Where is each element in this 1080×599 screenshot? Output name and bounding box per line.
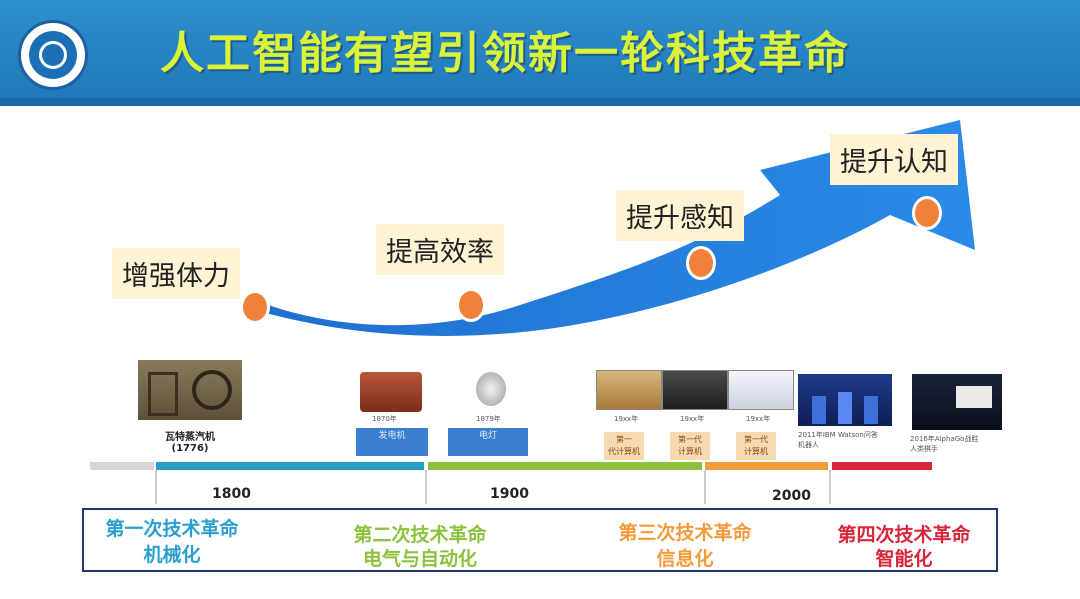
era-3-subtitle: 信息化	[656, 548, 714, 570]
computer-photo-1	[596, 370, 662, 410]
generator-tag: 发电机	[356, 428, 428, 456]
year-label-1900: 1900	[490, 486, 529, 502]
milestone-dot	[456, 288, 486, 322]
era-2-title: 第二次技术革命	[353, 524, 487, 546]
era-2-subtitle: 电气与自动化	[362, 548, 477, 570]
steam-engine-photo	[138, 360, 242, 420]
era-legend-box	[82, 508, 998, 572]
stage-label-strength: 增强体力	[112, 248, 240, 299]
light-bulb-tag: 电灯	[448, 428, 528, 456]
timeline-bar-era3	[705, 462, 828, 470]
light-bulb-image	[476, 372, 506, 406]
engine-frame	[148, 372, 178, 416]
podium-left	[812, 396, 826, 424]
timeline-bar-era4	[832, 462, 932, 470]
title-banner	[0, 0, 1080, 100]
milestone-dot	[686, 246, 716, 280]
curved-arrow	[255, 120, 975, 337]
generator-image	[360, 372, 422, 412]
alphago-screen	[956, 386, 992, 408]
timeline-bar-era2	[428, 462, 702, 470]
era-1-subtitle: 机械化	[143, 544, 201, 566]
stage-label-cognition: 提升认知	[830, 134, 958, 185]
year-label-1800: 1800	[212, 486, 251, 502]
podium-mid	[838, 392, 852, 424]
alphago-photo	[912, 374, 1002, 430]
timeline-bar-era1	[156, 462, 424, 470]
era-3-title: 第三次技术革命	[618, 522, 752, 544]
stage-label-efficiency: 提高效率	[376, 224, 504, 275]
era-1-title: 第一次技术革命	[105, 518, 239, 540]
slide-title: 人工智能有望引领新一轮科技革命	[160, 28, 850, 79]
stage-label-perception: 提升感知	[616, 190, 744, 241]
engine-wheel	[192, 370, 232, 410]
watson-photo	[798, 374, 892, 426]
generator-year: 1870年	[372, 415, 397, 423]
light-bulb-year: 1879年	[476, 415, 501, 423]
computer-tag-2: 第一代 计算机	[670, 432, 710, 460]
watson-caption: 2011年IBM Watson问答 机器人	[798, 431, 878, 449]
alphago-caption: 2016年AlphaGo战胜 人类棋手	[910, 435, 979, 453]
year-label-2000: 2000	[772, 488, 811, 504]
computer-tag-3: 第一代 计算机	[736, 432, 776, 460]
computer-year-2: 19xx年	[680, 415, 705, 423]
computer-photo-3	[728, 370, 794, 410]
timeline-bar-pre	[90, 462, 154, 470]
era-4-title: 第四次技术革命	[837, 524, 971, 546]
steam-engine-caption: 瓦特蒸汽机 (1776)	[165, 432, 215, 454]
computer-year-3: 19xx年	[746, 415, 771, 423]
emblem-ring	[39, 41, 67, 69]
banner-underline	[0, 98, 1080, 106]
computer-tag-1: 第一 代计算机	[604, 432, 644, 460]
computer-photo-2	[662, 370, 728, 410]
institution-emblem-icon	[18, 20, 88, 90]
milestone-dot	[912, 196, 942, 230]
era-4-subtitle: 智能化	[875, 548, 933, 570]
computer-year-1: 19xx年	[614, 415, 639, 423]
podium-right	[864, 396, 878, 424]
milestone-dot	[240, 290, 270, 324]
